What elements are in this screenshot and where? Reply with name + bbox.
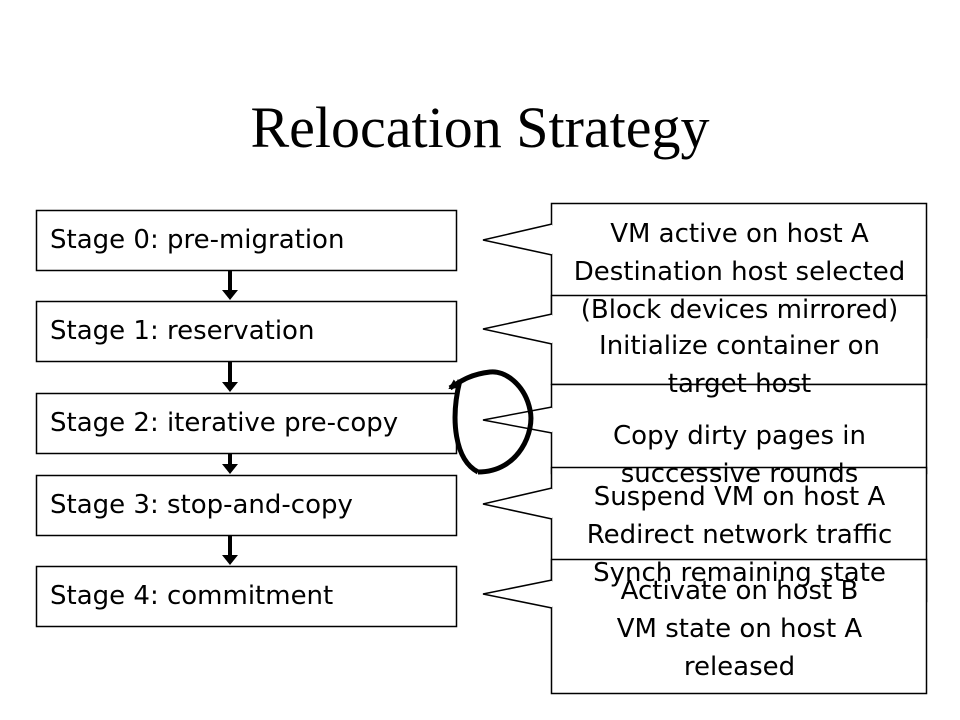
callout-0-line-1: VM active on host A — [610, 219, 869, 249]
stage-4-label: Stage 4: commitment — [50, 581, 334, 611]
stage-1-label: Stage 1: reservation — [50, 316, 315, 346]
stage-0-label: Stage 0: pre-migration — [50, 225, 345, 255]
stage-box-4 — [35, 565, 458, 628]
callout-0-line-3: (Block devices mirrored) — [580, 295, 899, 325]
callout-1-line-1: Initialize container on — [599, 331, 880, 361]
callout-box-2 — [550, 383, 928, 475]
callout-pointers — [482, 223, 553, 609]
callout-0-text: VM active on host A Destination host sel… — [552, 215, 927, 329]
iteration-loop-arrow — [448, 369, 534, 475]
callout-box-1 — [550, 294, 928, 386]
stage-box-0 — [35, 209, 458, 272]
callout-1-line-2: target host — [667, 369, 812, 399]
slide-title: Relocation Strategy — [250, 95, 710, 160]
callout-2-line-1: Copy dirty pages in — [613, 421, 866, 451]
callout-box-4 — [550, 558, 928, 695]
callout-2-text: Copy dirty pages in successive rounds — [552, 417, 927, 493]
callout-0-line-2: Destination host selected — [573, 257, 906, 287]
callout-1-text: Initialize container on target host — [552, 327, 927, 403]
stage-box-2 — [35, 392, 458, 455]
callout-3-line-3: Synch remaining state — [593, 558, 886, 588]
callout-3-line-1: Suspend VM on host A — [593, 482, 886, 512]
callout-4-line-1: Activate on host B — [620, 576, 859, 606]
callout-3-text: Suspend VM on host A Redirect network tr… — [552, 478, 927, 592]
callout-4-line-3: released — [683, 652, 796, 682]
stage-2-label: Stage 2: iterative pre-copy — [50, 408, 399, 438]
callout-3-line-2: Redirect network traffic — [586, 520, 893, 550]
stage-box-3 — [35, 474, 458, 537]
flow-arrows — [222, 271, 238, 565]
callout-4-line-2: VM state on host A — [616, 614, 863, 644]
callout-4-text: Activate on host B VM state on host A re… — [552, 572, 927, 686]
stage-3-label: Stage 3: stop-and-copy — [50, 490, 353, 520]
stage-box-1 — [35, 300, 458, 363]
callout-2-line-2: successive rounds — [620, 459, 859, 489]
